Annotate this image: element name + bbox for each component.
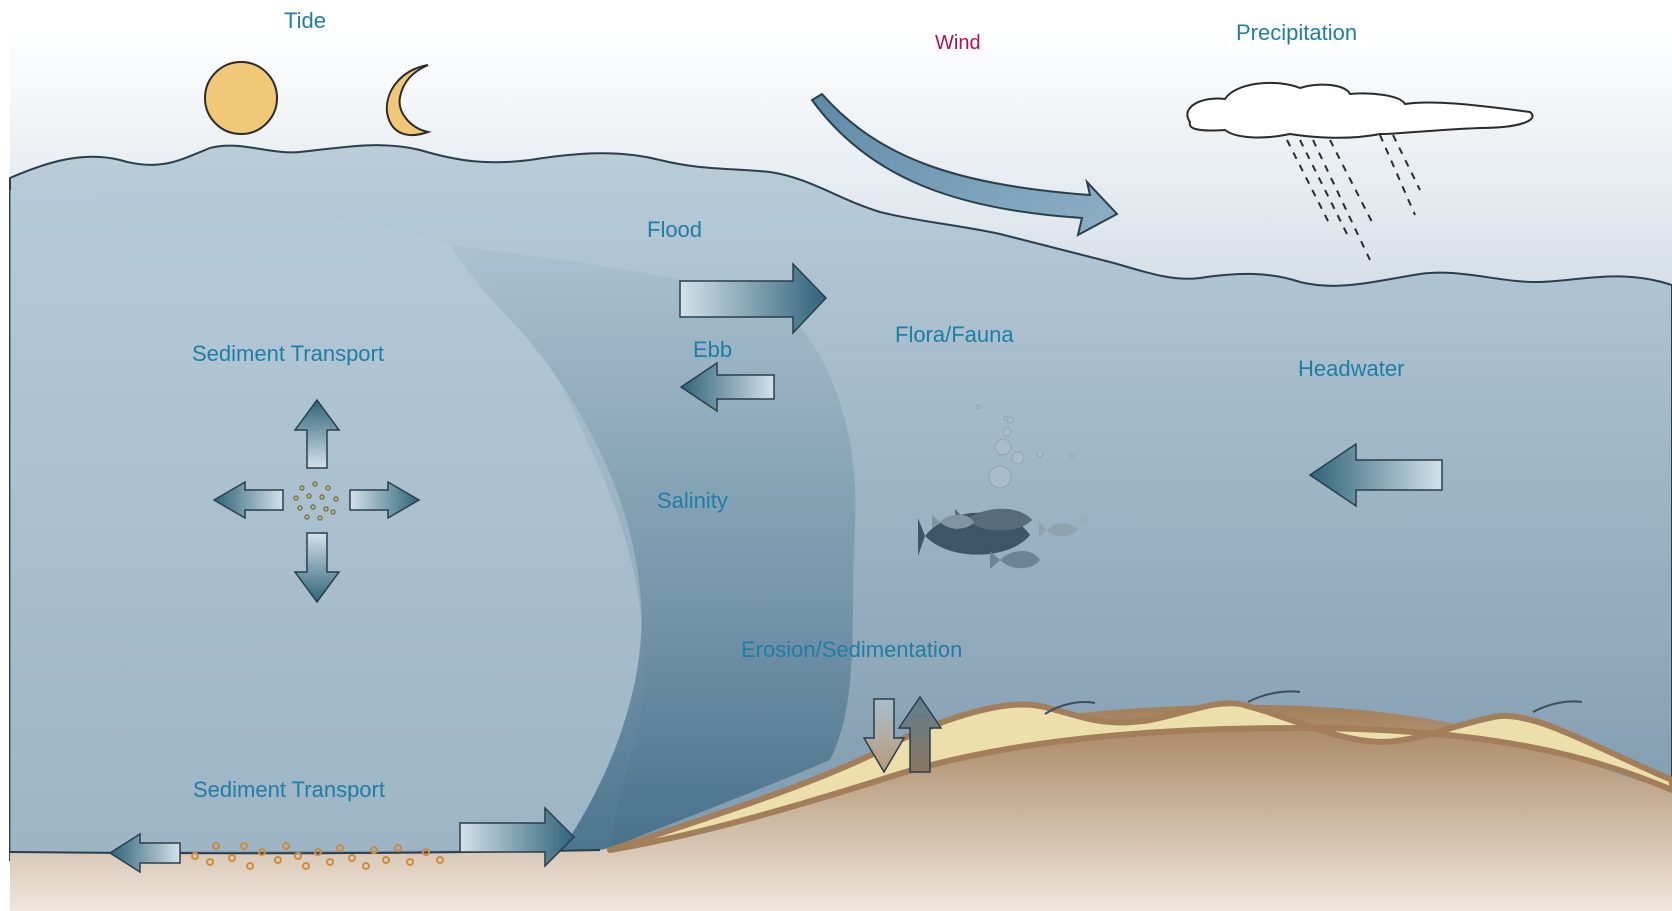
bubbles-icon	[975, 404, 1086, 523]
salinity-label: Salinity	[657, 488, 728, 513]
erosion-arrow-down-icon	[862, 698, 906, 774]
flora-fauna-label: Flora/Fauna	[895, 322, 1014, 347]
cloud-icon	[1186, 81, 1534, 139]
wind-arrow-icon	[810, 92, 1119, 237]
tide-label: Tide	[276, 6, 334, 36]
suspended-sediment-icon	[293, 481, 339, 521]
moon-icon	[385, 64, 432, 137]
flood-label: Flood	[647, 217, 703, 242]
sediment-arrow-right-icon	[349, 480, 421, 520]
headwater-label: Headwater	[1298, 356, 1405, 381]
ebb-arrow-icon	[679, 361, 775, 413]
sediment-transport-upper-label: Sediment Transport	[192, 341, 384, 366]
sediment-arrow-up-icon	[293, 398, 341, 469]
sand-bank	[607, 700, 1672, 853]
wind-label: Wind	[935, 32, 981, 54]
rain-icon	[1286, 134, 1421, 261]
sediment-arrow-down-icon	[293, 532, 341, 604]
bedload-grains-icon	[191, 842, 444, 870]
bottom-transport-right-arrow-icon	[459, 806, 576, 868]
erosion-sedimentation-label: Erosion/Sedimentation	[741, 637, 963, 662]
headwater-arrow-icon	[1308, 442, 1443, 508]
precipitation-label: Precipitation	[1228, 18, 1366, 48]
ripple-mark-icon	[1247, 690, 1301, 703]
sediment-transport-lower-label: Sediment Transport	[193, 777, 385, 802]
ripple-mark-icon	[1044, 701, 1096, 715]
sedimentation-arrow-up-icon	[897, 695, 943, 773]
bottom-transport-left-arrow-icon	[108, 832, 181, 874]
fish-icon	[918, 508, 1078, 569]
ebb-label: Ebb	[693, 337, 733, 362]
flood-arrow-icon	[679, 262, 828, 335]
sediment-arrow-left-icon	[212, 480, 284, 520]
sun-icon	[204, 61, 278, 135]
salt-wedge	[10, 190, 644, 852]
riverbed-mud	[10, 705, 1672, 911]
ripple-mark-icon	[1532, 700, 1583, 713]
